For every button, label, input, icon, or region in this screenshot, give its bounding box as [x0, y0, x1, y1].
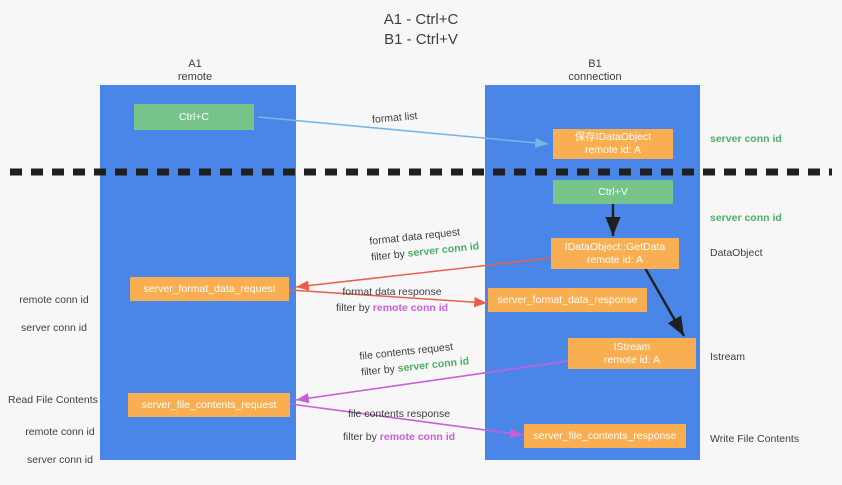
- istream-box[interactable]: IStream remote id: A: [568, 338, 696, 369]
- ctrl-v-box[interactable]: Ctrl+V: [553, 180, 673, 204]
- column-header-b1: B1 connection: [568, 58, 622, 83]
- annotation-conn-ids-lower: remote conn id server conn id: [10, 411, 110, 467]
- annotation-read-file-contents: Read File Contents: [8, 394, 98, 406]
- annotation-istream: Istream: [710, 351, 746, 363]
- annotation-server-conn-id: server conn id: [21, 322, 87, 334]
- annotation-remote-conn-id: remote conn id: [25, 426, 95, 438]
- filter-key-remote-conn-id: remote conn id: [372, 302, 449, 314]
- annotation-conn-ids-upper: remote conn id server conn id: [10, 279, 98, 335]
- annotation-server-conn-id-top: server conn id: [710, 133, 782, 145]
- filter-prefix: filter by: [336, 302, 373, 314]
- edge-label-format-data-response-filter: filter by remote conn id: [336, 300, 448, 316]
- server-file-contents-request-box[interactable]: server_file_contents_request: [128, 393, 290, 417]
- idataobject-getdata-box[interactable]: IDataObject::GetData remote id: A: [551, 238, 679, 269]
- column-header-a1: A1 remote: [177, 58, 213, 83]
- edge-label-file-contents-response-filter: filter by remote conn id: [343, 429, 455, 445]
- ctrl-c-box[interactable]: Ctrl+C: [134, 104, 254, 130]
- filter-prefix: filter by: [370, 247, 409, 264]
- annotation-dataobject: DataObject: [710, 247, 763, 259]
- annotation-write-file-contents: Write File Contents: [710, 433, 800, 445]
- edge-label-format-data-response-text: format data response: [342, 286, 442, 298]
- filter-key-remote-conn-id: remote conn id: [379, 431, 456, 443]
- page-title: A1 - Ctrl+C B1 - Ctrl+V: [383, 11, 459, 48]
- server-format-data-request-box[interactable]: server_format_data_request: [130, 277, 289, 301]
- save-idataobject-box[interactable]: 保存IDataObject remote id: A: [553, 129, 673, 159]
- filter-prefix: filter by: [360, 362, 399, 379]
- server-file-contents-response-box[interactable]: server_file_contents_response: [524, 424, 686, 448]
- annotation-remote-conn-id: remote conn id: [19, 294, 89, 306]
- edge-label-file-contents-response: file contents response filter by remote …: [343, 406, 455, 445]
- annotation-server-conn-id-mid: server conn id: [710, 212, 782, 224]
- filter-prefix: filter by: [343, 431, 380, 443]
- edge-label-format-data-response: format data response filter by remote co…: [336, 284, 448, 316]
- edge-label-file-contents-response-text: file contents response: [347, 408, 451, 420]
- annotation-server-conn-id: server conn id: [27, 454, 93, 466]
- server-format-data-response-box[interactable]: server_format_data_response: [488, 288, 647, 312]
